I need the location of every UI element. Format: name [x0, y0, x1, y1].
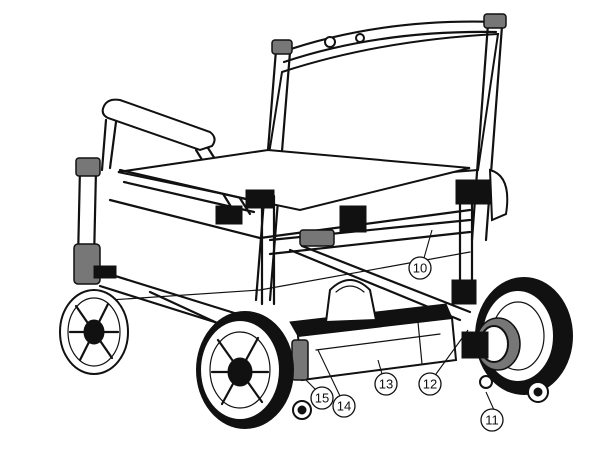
- left-front-wheel: [60, 290, 128, 374]
- callout-10-label: 10: [413, 261, 427, 276]
- callout-12-label: 12: [423, 377, 437, 392]
- callout-15-label: 15: [315, 391, 329, 406]
- rear-right-wheel: [462, 278, 572, 402]
- callout-14-label: 14: [337, 399, 351, 414]
- rear-center-wheel: [326, 280, 376, 322]
- callout-11-label: 11: [485, 413, 499, 428]
- callout-13-label: 13: [379, 377, 393, 392]
- callout-11: 11: [481, 392, 503, 431]
